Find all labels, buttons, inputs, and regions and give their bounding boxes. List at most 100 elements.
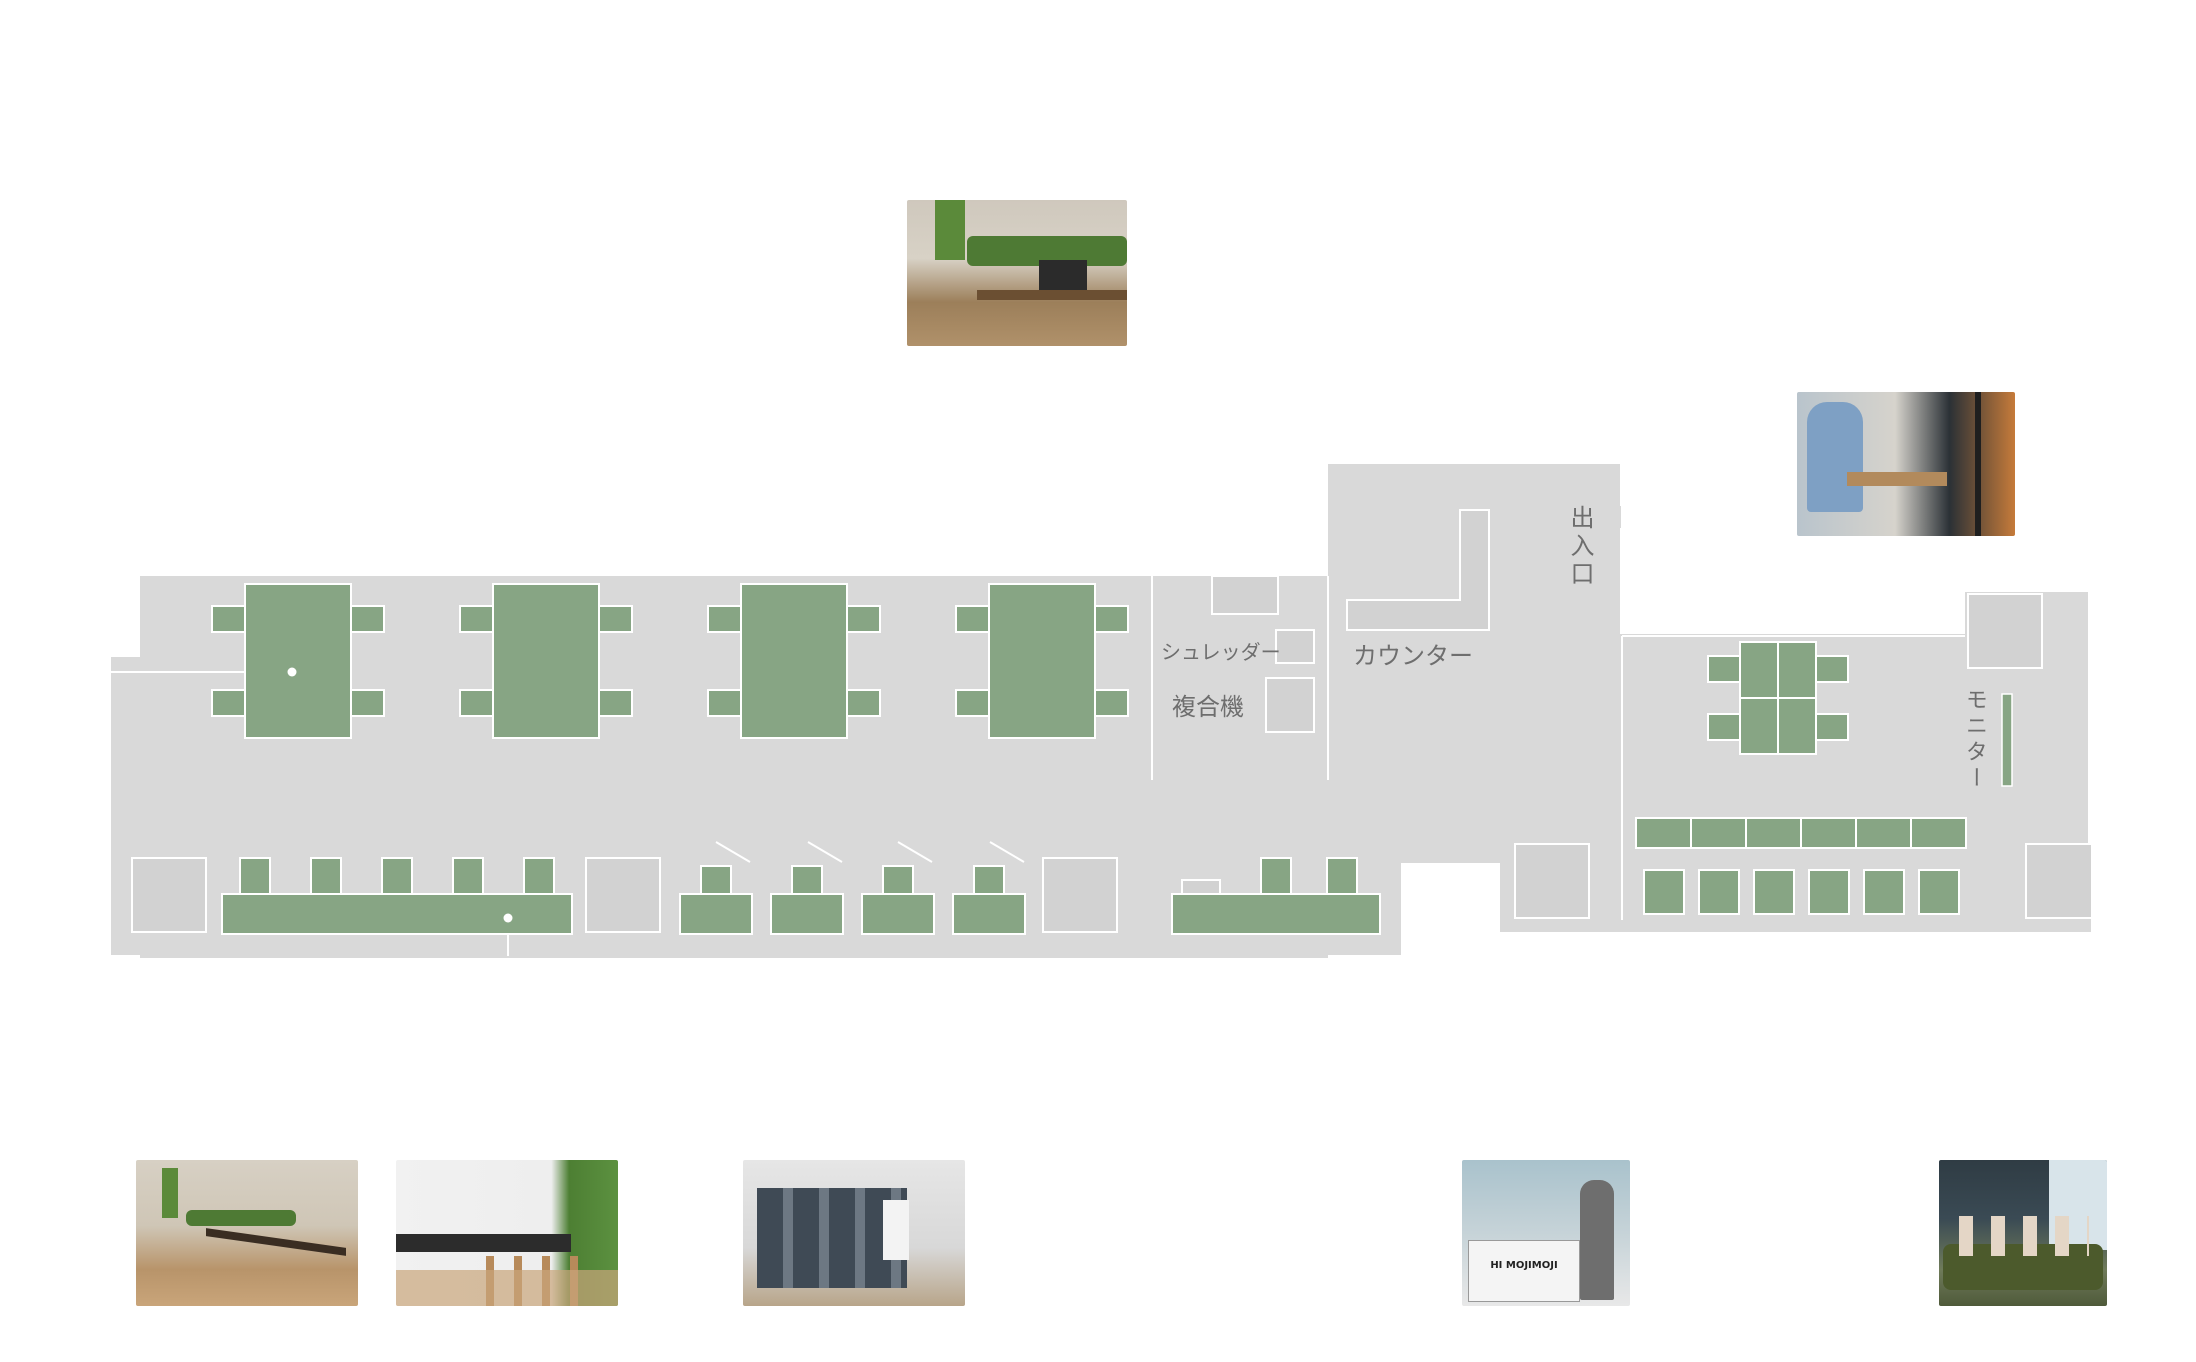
people: [1959, 1216, 2089, 1256]
table-2: [492, 583, 600, 739]
chair-1-bl: [211, 689, 246, 717]
pillars: [131, 575, 2093, 933]
long-desk-seat-3: [381, 857, 413, 895]
booth-desk-4: [952, 893, 1026, 935]
long-desk-seat-1: [239, 857, 271, 895]
pillar-3: [1042, 857, 1118, 933]
copier-label: 複合機: [1172, 693, 1244, 721]
chair-2-bl: [459, 689, 494, 717]
pillar-4: [1514, 843, 1590, 919]
long-desk-seat-5: [523, 857, 555, 895]
bench-segment-5: [1855, 817, 1912, 849]
chair-1-br: [350, 689, 385, 717]
chair-3-br: [846, 689, 881, 717]
long-desk: [206, 1228, 346, 1256]
furniture: [211, 583, 1967, 935]
room-dividers: [111, 506, 1965, 956]
partition-1: [715, 841, 751, 863]
lounge-meeting-photo: [1939, 1160, 2107, 1306]
long-desk: [221, 893, 573, 935]
bench-segment-1: [1635, 817, 1692, 849]
plant-wall: [935, 200, 965, 260]
bench-chair-4: [1808, 869, 1850, 915]
shredder-label: シュレッダー: [1161, 640, 1281, 664]
long-desk-seat-2: [310, 857, 342, 895]
booth-seat-2: [791, 865, 823, 895]
phone-booths-photo: [743, 1160, 965, 1306]
table-4: [988, 583, 1096, 739]
table-1: [244, 583, 352, 739]
monitor-screen: [2001, 693, 2013, 787]
booth-partitions: [715, 841, 1025, 863]
booth-desk-1: [679, 893, 753, 935]
stand-sign: HI MOJIMOJI: [1490, 1260, 1558, 1271]
counter-label: カウンター: [1353, 642, 1473, 670]
entrance-label: 出入口: [1566, 505, 1594, 589]
booth-seat-1: [700, 865, 732, 895]
pin-bottom: [503, 913, 513, 923]
meeting-chair-4: [1815, 713, 1849, 741]
chair-3-bl: [707, 689, 742, 717]
chair-2-tl: [459, 605, 494, 633]
bench-chair-6: [1918, 869, 1960, 915]
pillar-1: [131, 857, 207, 933]
bench-chair-1: [1643, 869, 1685, 915]
floor-area: [111, 464, 2091, 958]
bench-chair-3: [1753, 869, 1795, 915]
meeting-table-1: [1739, 641, 1779, 699]
long-desk-area-photo: [136, 1160, 358, 1306]
chair-3-tl: [707, 605, 742, 633]
booth-desk-2: [770, 893, 844, 935]
meeting-chair-2: [1707, 713, 1741, 741]
side-seat-2: [1326, 857, 1358, 895]
chair-3-tr: [846, 605, 881, 633]
side-desk: [1171, 893, 1381, 935]
partition-2: [807, 841, 843, 863]
person: [1580, 1180, 1614, 1300]
chair-1-tr: [350, 605, 385, 633]
chair-4-br: [1094, 689, 1129, 717]
shredder-unit: [1275, 629, 1315, 664]
partition-4: [989, 841, 1025, 863]
meeting-table-4: [1777, 697, 1817, 755]
side-seat-1: [1260, 857, 1292, 895]
chair-4-tr: [1094, 605, 1129, 633]
floor-bridge: [1328, 860, 1620, 863]
long-desk-seat-4: [452, 857, 484, 895]
bench-segment-6: [1910, 817, 1967, 849]
desk-top: [977, 290, 1127, 300]
pillar-6: [2025, 843, 2093, 919]
chair-2-br: [598, 689, 633, 717]
counter-seats-photo: [396, 1160, 618, 1306]
bench-chair-5: [1863, 869, 1905, 915]
plant-wall: [162, 1168, 178, 1218]
shelf-top: [1211, 575, 1279, 615]
chair-2-tr: [598, 605, 633, 633]
booth-panel-white: [883, 1200, 909, 1260]
floor-notch: [1402, 866, 1498, 962]
open-desk-area-photo: [907, 200, 1127, 346]
chair-4-bl: [955, 689, 990, 717]
booths: [757, 1188, 907, 1288]
floor-right-wing: [1620, 634, 2088, 932]
planters: [186, 1210, 296, 1226]
counter: [1346, 509, 1490, 631]
pillar-2: [585, 857, 661, 933]
meeting-table: [1847, 472, 1947, 486]
chair-1-tl: [211, 605, 246, 633]
bench-segment-4: [1800, 817, 1857, 849]
meeting-chair-1: [1707, 655, 1741, 683]
bench-segment-3: [1745, 817, 1802, 849]
partition-3: [897, 841, 933, 863]
pillar-5: [1967, 593, 2043, 669]
himojimoji-stand-photo: HI MOJIMOJI: [1462, 1160, 1630, 1306]
door-frame: [1975, 392, 1981, 536]
pin-left: [287, 667, 297, 677]
chair-4-tl: [955, 605, 990, 633]
person-left: [1807, 402, 1863, 512]
side-desk-tray: [1181, 879, 1221, 895]
table-3: [740, 583, 848, 739]
meeting-table-2: [1777, 641, 1817, 699]
